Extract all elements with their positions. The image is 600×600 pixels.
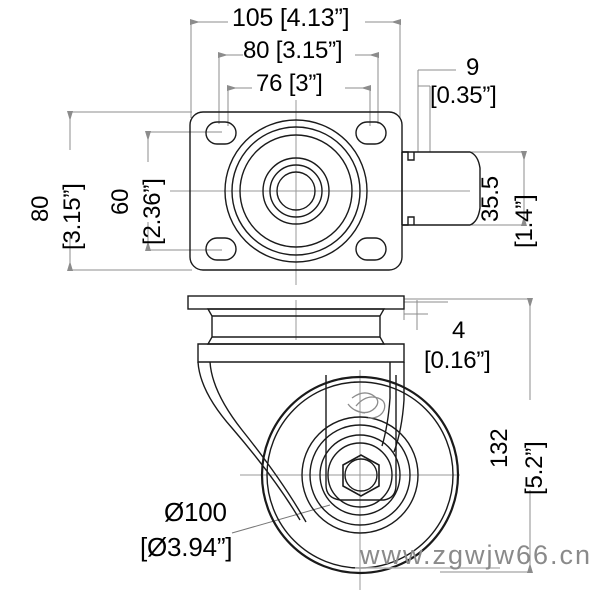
brand-swirl-logo bbox=[347, 392, 386, 419]
top-plate-view bbox=[189, 111, 481, 271]
raceway-circle-1 bbox=[224, 119, 368, 263]
bolt-slot-bottom-left bbox=[205, 237, 237, 261]
hex-axle-nut bbox=[342, 454, 380, 497]
fork-shank-bottom bbox=[325, 484, 397, 501]
raceway-circle-4 bbox=[262, 157, 330, 225]
dim-label-brake-height-metric: 35.5 bbox=[477, 176, 504, 222]
site-watermark: www.zgwjw66.cn bbox=[360, 540, 593, 570]
axle-bolt-circle bbox=[344, 458, 378, 492]
kingpin-circle bbox=[276, 171, 316, 211]
dim-label-brake-offset-imperial: [0.35”] bbox=[430, 82, 497, 109]
dimension-lines-group bbox=[67, 19, 533, 573]
raceway-circle-2 bbox=[231, 126, 361, 256]
swivel-flange bbox=[197, 343, 405, 363]
dim-label-bolt-spacing-short: 76 [3”] bbox=[256, 70, 323, 97]
bolt-slot-top-right bbox=[355, 121, 387, 145]
wheel-hub-outer-circle bbox=[309, 424, 411, 526]
fork-arm-left-outer bbox=[197, 361, 301, 521]
dim-label-brake-height-imperial: [1.4”] bbox=[511, 194, 538, 249]
leader-line-diameter bbox=[231, 504, 331, 534]
dim-label-wheel-diameter-imperial: [Ø3.94”] bbox=[140, 532, 233, 562]
dim-label-plate-width-metric: 80 bbox=[27, 195, 54, 222]
brake-tab-bottom bbox=[402, 216, 415, 226]
dim-label-wheel-diameter-metric: Ø100 bbox=[164, 497, 227, 527]
dim-label-plate-width-imperial: [3.15”] bbox=[59, 183, 86, 250]
bolt-slot-top-left bbox=[205, 121, 237, 145]
dim-label-plate-length: 105 [4.13”] bbox=[232, 4, 350, 32]
brake-tab-top bbox=[402, 151, 415, 161]
wheel-outer-circle bbox=[260, 375, 460, 575]
dim-label-bolt-width-metric: 60 bbox=[107, 188, 134, 215]
center-lines-group bbox=[170, 100, 470, 590]
dim-label-bolt-width-imperial: [2.36”] bbox=[139, 178, 166, 245]
raceway-circle-5 bbox=[269, 164, 323, 218]
dim-label-brake-offset-metric: 9 bbox=[466, 54, 480, 81]
bolt-slot-bottom-right bbox=[355, 237, 387, 261]
wheel-hub-inner-circle bbox=[319, 434, 401, 516]
raceway-circle-3 bbox=[239, 134, 353, 248]
wheel-rim-circle bbox=[301, 416, 419, 534]
dim-label-overall-height-metric: 132 bbox=[486, 428, 513, 468]
dim-label-plate-thickness-imperial: [0.16”] bbox=[424, 347, 491, 374]
brake-housing-outline bbox=[402, 151, 481, 226]
dim-label-bolt-spacing-long: 80 [3.15”] bbox=[243, 37, 343, 64]
fork-arm-left-inner bbox=[209, 361, 307, 523]
dim-label-plate-thickness-metric: 4 bbox=[452, 317, 466, 344]
wheel-bearing-circle bbox=[327, 442, 393, 508]
dim-label-overall-height-imperial: [5.2”] bbox=[521, 441, 548, 496]
